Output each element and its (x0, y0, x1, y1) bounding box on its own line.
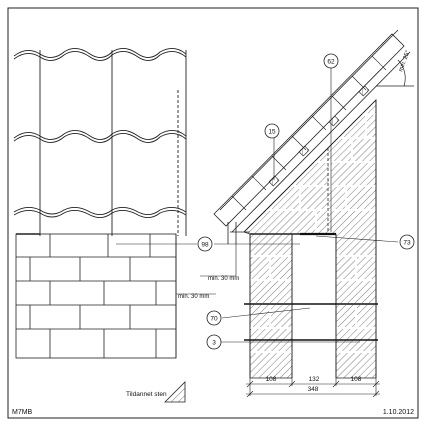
callout-15-label: 15 (268, 129, 276, 136)
callout-98-label: 98 (201, 242, 209, 249)
roof-tiles-elevation (13, 48, 187, 236)
wall-ties (244, 232, 378, 341)
callout-73-label: 73 (403, 240, 411, 247)
legend-label: Tildannet sten (126, 391, 167, 398)
callout-3: 3 (206, 334, 222, 350)
callout-70: 70 (206, 310, 222, 326)
callout-70-label: 70 (210, 316, 218, 323)
slope-indicator (376, 59, 414, 87)
callout-98: 98 (197, 236, 213, 252)
callout-15: 15 (264, 123, 280, 139)
callout-73: 73 (399, 234, 415, 250)
legend-shaped-stone (164, 381, 186, 403)
roof-tiles-section (213, 29, 411, 233)
gap-label-right: min. 30 mm (208, 276, 239, 282)
dimension-total: 348 (308, 386, 319, 393)
callout-3-label: 3 (212, 340, 216, 347)
flashing-line (227, 148, 329, 244)
slope-label: min. 25° (398, 49, 411, 72)
callout-62: 62 (323, 53, 339, 69)
dimension-lines (246, 366, 380, 398)
dimension-right: 108 (351, 376, 362, 383)
brick-wall-elevation (15, 233, 177, 359)
drawing-code: M7MB (12, 409, 33, 416)
brick-section (243, 99, 377, 379)
roof-battens (268, 85, 370, 187)
callout-62-label: 62 (327, 59, 335, 66)
drawing-date: 1.10.2012 (383, 409, 414, 416)
dimension-middle: 132 (309, 376, 320, 383)
leader-lines (116, 67, 399, 343)
dimension-left: 108 (266, 376, 277, 383)
drawing-frame (7, 7, 419, 419)
gap-label-left: min. 30 mm (178, 294, 209, 300)
